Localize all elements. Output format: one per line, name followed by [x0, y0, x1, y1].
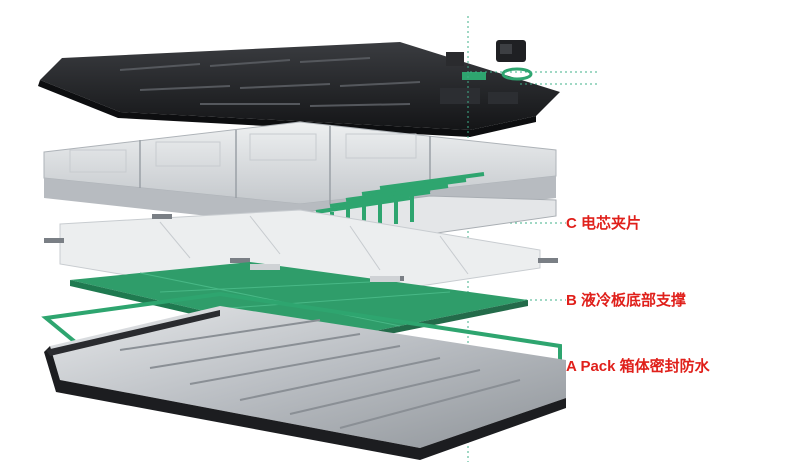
top-cover [38, 42, 560, 137]
connector-parts [446, 40, 533, 81]
callout-c-text: C 电芯夹片 [566, 215, 642, 232]
callout-a-pack-sealing: A Pack 箱体密封防水 [566, 358, 710, 376]
callout-a-text: A Pack 箱体密封防水 [566, 358, 710, 375]
callout-b-text: B 液冷板底部支撑 [566, 292, 687, 309]
lower-tray [44, 306, 566, 460]
callout-c-cell-clip: C 电芯夹片 [566, 215, 641, 233]
callout-b-cooling-plate-support: B 液冷板底部支撑 [566, 292, 686, 310]
